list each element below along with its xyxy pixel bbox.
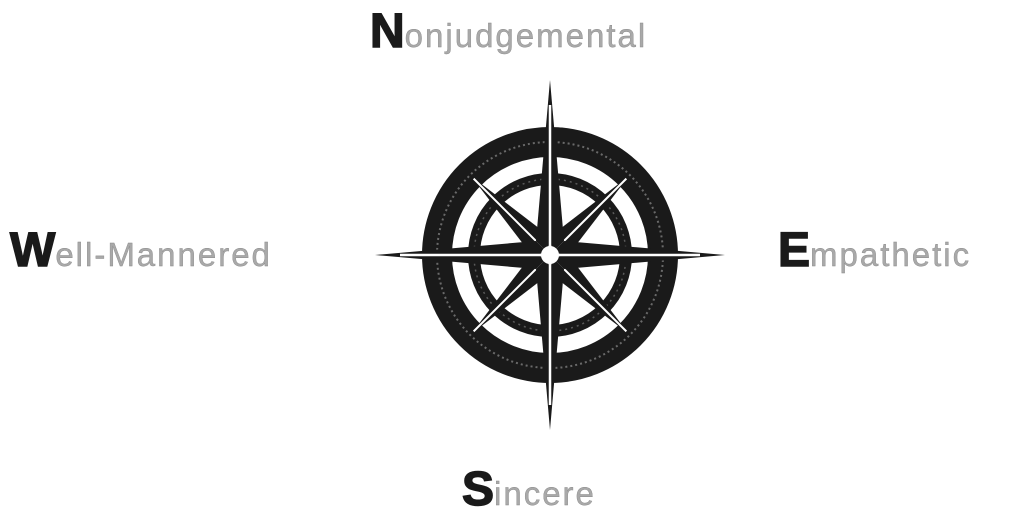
compass-rose-icon: [0, 0, 1030, 515]
